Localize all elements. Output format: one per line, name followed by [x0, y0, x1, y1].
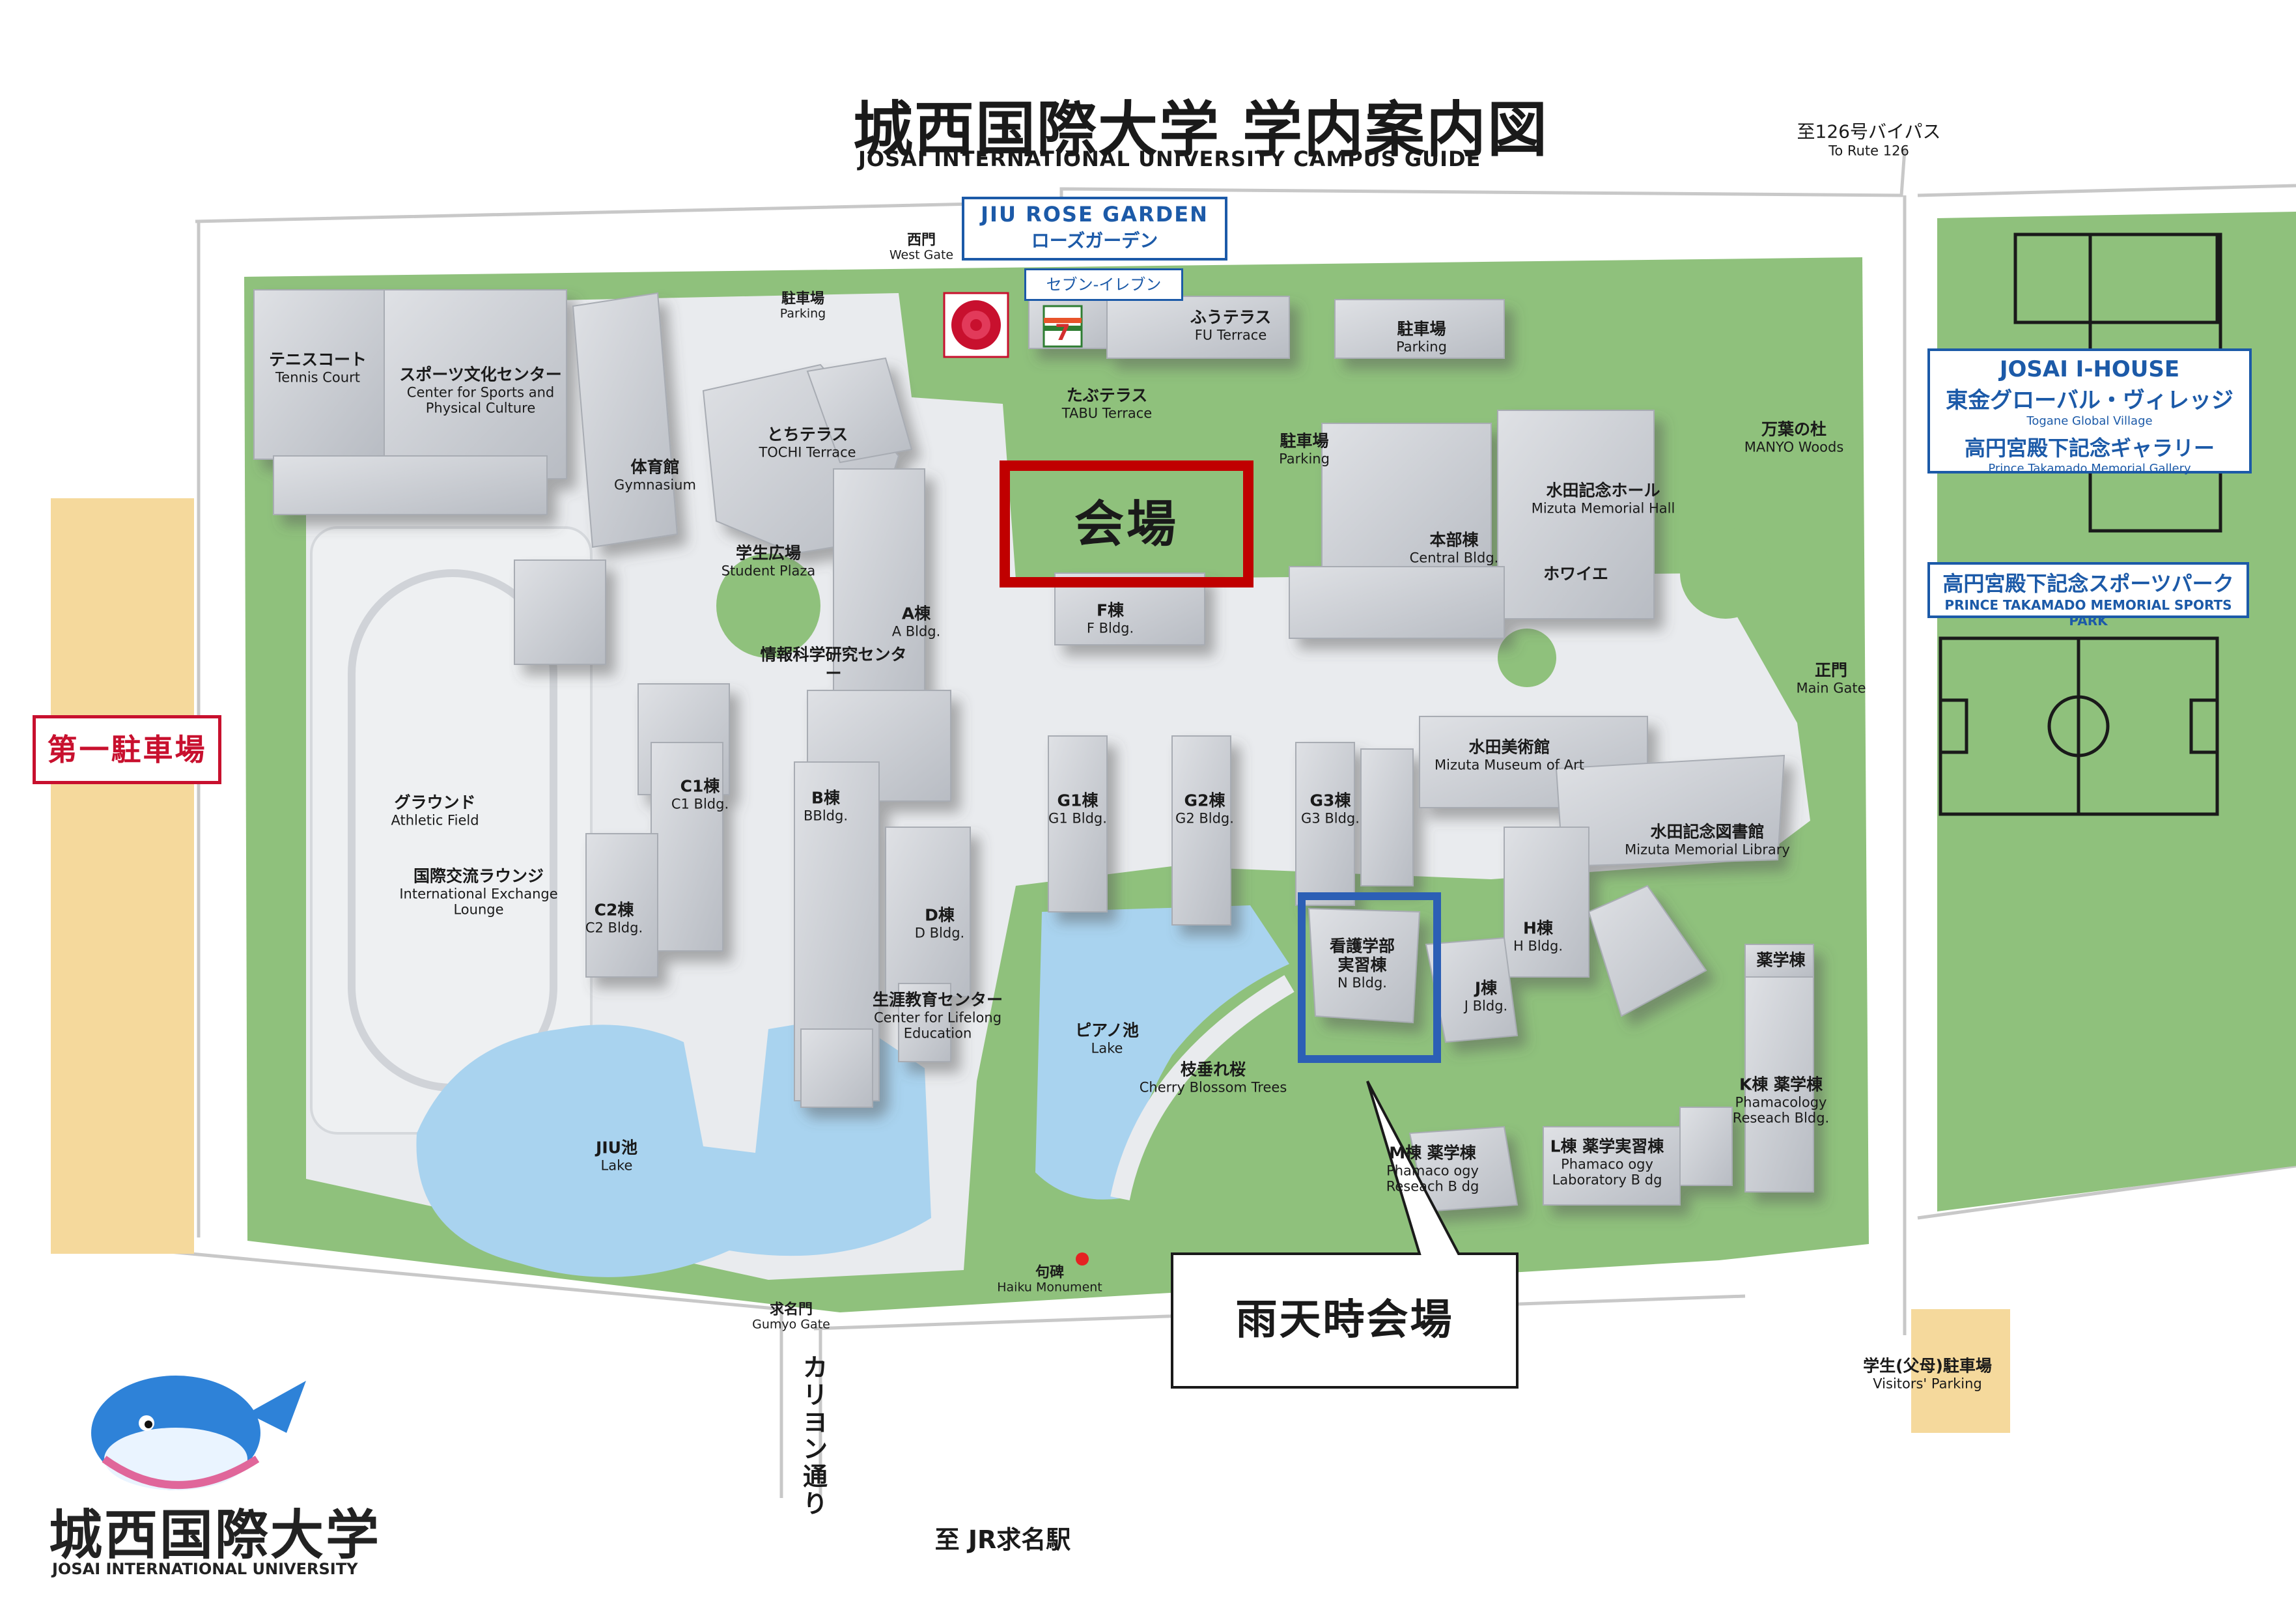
piano-lake-water — [1035, 905, 1289, 1200]
rain-callout-shape — [1171, 1081, 1519, 1389]
buildings — [253, 289, 1814, 1213]
label-foyer[interactable]: ホワイエ — [1543, 564, 1608, 584]
round-lawn — [1680, 528, 1771, 619]
round-lawn-2 — [1498, 629, 1556, 687]
label-pharm-sign[interactable]: 薬学棟 — [1756, 950, 1806, 970]
i-house-line5: Prince Takamado Memorial Gallery — [1988, 462, 2191, 475]
svg-text:7: 7 — [1055, 320, 1071, 346]
bypass-direction: 至126号バイパス To Rute 126 — [1797, 121, 1941, 160]
rain-venue-box[interactable] — [1298, 892, 1441, 1063]
i-house-line4: 高円宮殿下記念ギャラリー — [1964, 436, 2215, 460]
i-house-line1: JOSAI I-HOUSE — [1999, 356, 2180, 382]
rain-venue-label: 雨天時会場 — [1235, 1296, 1454, 1344]
page-subtitle: JOSAI INTERNATIONAL UNIVERSITY CAMPUS GU… — [858, 147, 1481, 171]
rose-garden-ja: ローズガーデン — [1031, 230, 1158, 251]
bypass-en: To Rute 126 — [1828, 143, 1909, 159]
logo-subtext: JOSAI INTERNATIONAL UNIVERSITY — [52, 1560, 358, 1578]
seven-eleven-box[interactable]: セブン-イレブン — [1024, 268, 1183, 301]
first-parking-lot — [51, 498, 194, 1254]
rose-garden-box[interactable]: JIU ROSE GARDEN ローズガーデン — [962, 197, 1227, 261]
visitors-parking-lot — [1911, 1309, 2010, 1433]
station-direction: 至 JR求名駅 — [934, 1525, 1071, 1555]
student-plaza-lawn — [716, 554, 820, 658]
sports-park-ja: 高円宮殿下記念スポーツパーク — [1942, 571, 2234, 596]
road-right — [1917, 1164, 2296, 1220]
whale-icon — [91, 1376, 306, 1490]
seven-eleven-icon: 7 — [1043, 305, 1083, 348]
rose-garden-en: JIU ROSE GARDEN — [981, 202, 1209, 227]
page-title: 城西国際大学 学内案内図 — [853, 95, 1549, 165]
lake-path — [1110, 975, 1295, 1200]
i-house-box[interactable]: JOSAI I-HOUSE 東金グローバル・ヴィレッジ Togane Globa… — [1927, 348, 2252, 475]
sports-park-box[interactable]: 高円宮殿下記念スポーツパーク PRINCE TAKAMADO MEMORIAL … — [1927, 562, 2249, 629]
haiku-dot — [1076, 1252, 1089, 1266]
i-house-line3: Togane Global Village — [2026, 414, 2153, 428]
rose-icon — [943, 292, 1009, 358]
label-info-center[interactable]: 情報科学研究センター — [760, 645, 907, 683]
karion-street-label: カ リ ヨ ン 通 り — [802, 1353, 828, 1518]
seven-eleven-label: セブン-イレブン — [1046, 276, 1162, 294]
logo-text: 城西国際大学 — [49, 1505, 382, 1566]
sports-park-en: PRINCE TAKAMADO MEMORIAL SPORTS PARK — [1944, 597, 2232, 629]
bypass-ja: 至126号バイパス — [1797, 120, 1941, 143]
venue-box[interactable]: 会場 — [1000, 460, 1253, 587]
i-house-line2: 東金グローバル・ヴィレッジ — [1946, 388, 2233, 414]
venue-label: 会場 — [1074, 495, 1179, 553]
first-parking-box[interactable]: 第一駐車場 — [33, 715, 221, 784]
first-parking-label: 第一駐車場 — [47, 732, 207, 767]
